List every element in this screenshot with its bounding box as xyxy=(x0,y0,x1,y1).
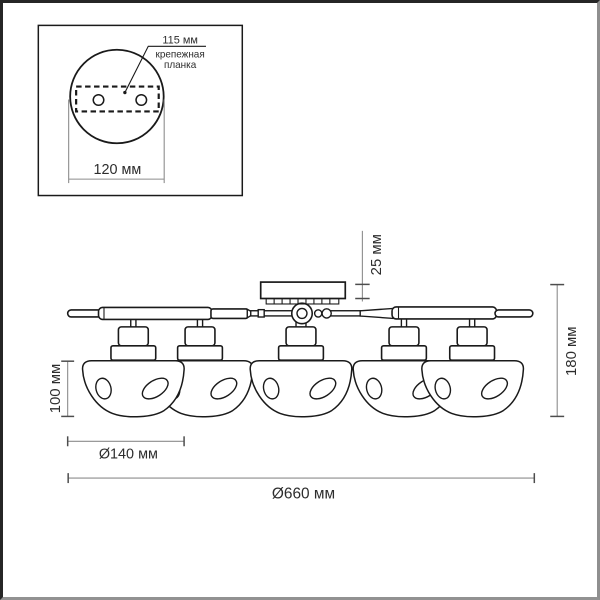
glass-shade-center xyxy=(249,359,353,418)
lamp-socket xyxy=(448,326,496,361)
arm-left-tube xyxy=(97,306,213,321)
arm-right-rod xyxy=(329,310,363,317)
lamp-socket xyxy=(380,326,428,361)
leader-line xyxy=(124,45,206,93)
glass-shade xyxy=(81,359,185,418)
joint-collar-large xyxy=(321,308,332,319)
arm-left-sleeve xyxy=(210,308,249,320)
mounting-plate-inset: 115 мм крепежная планка 120 мм xyxy=(37,24,244,197)
arm-left-rod xyxy=(250,310,294,317)
fixture-side-view xyxy=(66,281,534,418)
canopy-body xyxy=(259,281,347,300)
joint-collar-small xyxy=(313,309,323,318)
arm-right-end-cap xyxy=(494,309,534,318)
lamp-socket xyxy=(176,326,224,361)
arm-assembly xyxy=(66,302,534,325)
fixture-height-label: 180 мм xyxy=(563,326,580,376)
mounting-plate-dashed-outline xyxy=(75,85,160,113)
arm-right-sleeve xyxy=(359,307,394,320)
plate-width-label: 120 мм xyxy=(93,162,141,178)
shade-height-label: 100 мм xyxy=(47,364,64,414)
shade-diameter-label: Ø140 мм xyxy=(99,447,158,463)
arm-left-rod-collar xyxy=(257,308,265,318)
screw-hole-right xyxy=(135,93,148,107)
hole-spacing-label: 115 мм xyxy=(162,34,198,46)
screw-hole-left xyxy=(92,93,105,107)
canopy-height-label: 25 мм xyxy=(368,234,385,275)
plate-name-line1: крепежная xyxy=(155,50,204,61)
canopy-bracket-teeth xyxy=(273,298,331,304)
arm-left-end-cap xyxy=(66,309,103,318)
ceiling-canopy xyxy=(259,281,347,305)
chandelier-dimension-diagram: 115 мм крепежная планка 120 мм xyxy=(37,24,580,502)
canopy-bracket xyxy=(265,297,340,305)
plate-name-line2: планка xyxy=(164,60,197,71)
swivel-ball-core xyxy=(296,307,308,320)
lamp-socket-center xyxy=(277,326,325,361)
arm-right-tube xyxy=(391,306,498,320)
lamp-socket xyxy=(110,326,157,361)
fixture-diameter-label: Ø660 мм xyxy=(272,485,335,502)
canopy-top-view-circle xyxy=(69,48,165,145)
dimension-annotations: 25 мм 180 мм 100 мм Ø140 мм Ø660 мм xyxy=(47,230,580,502)
